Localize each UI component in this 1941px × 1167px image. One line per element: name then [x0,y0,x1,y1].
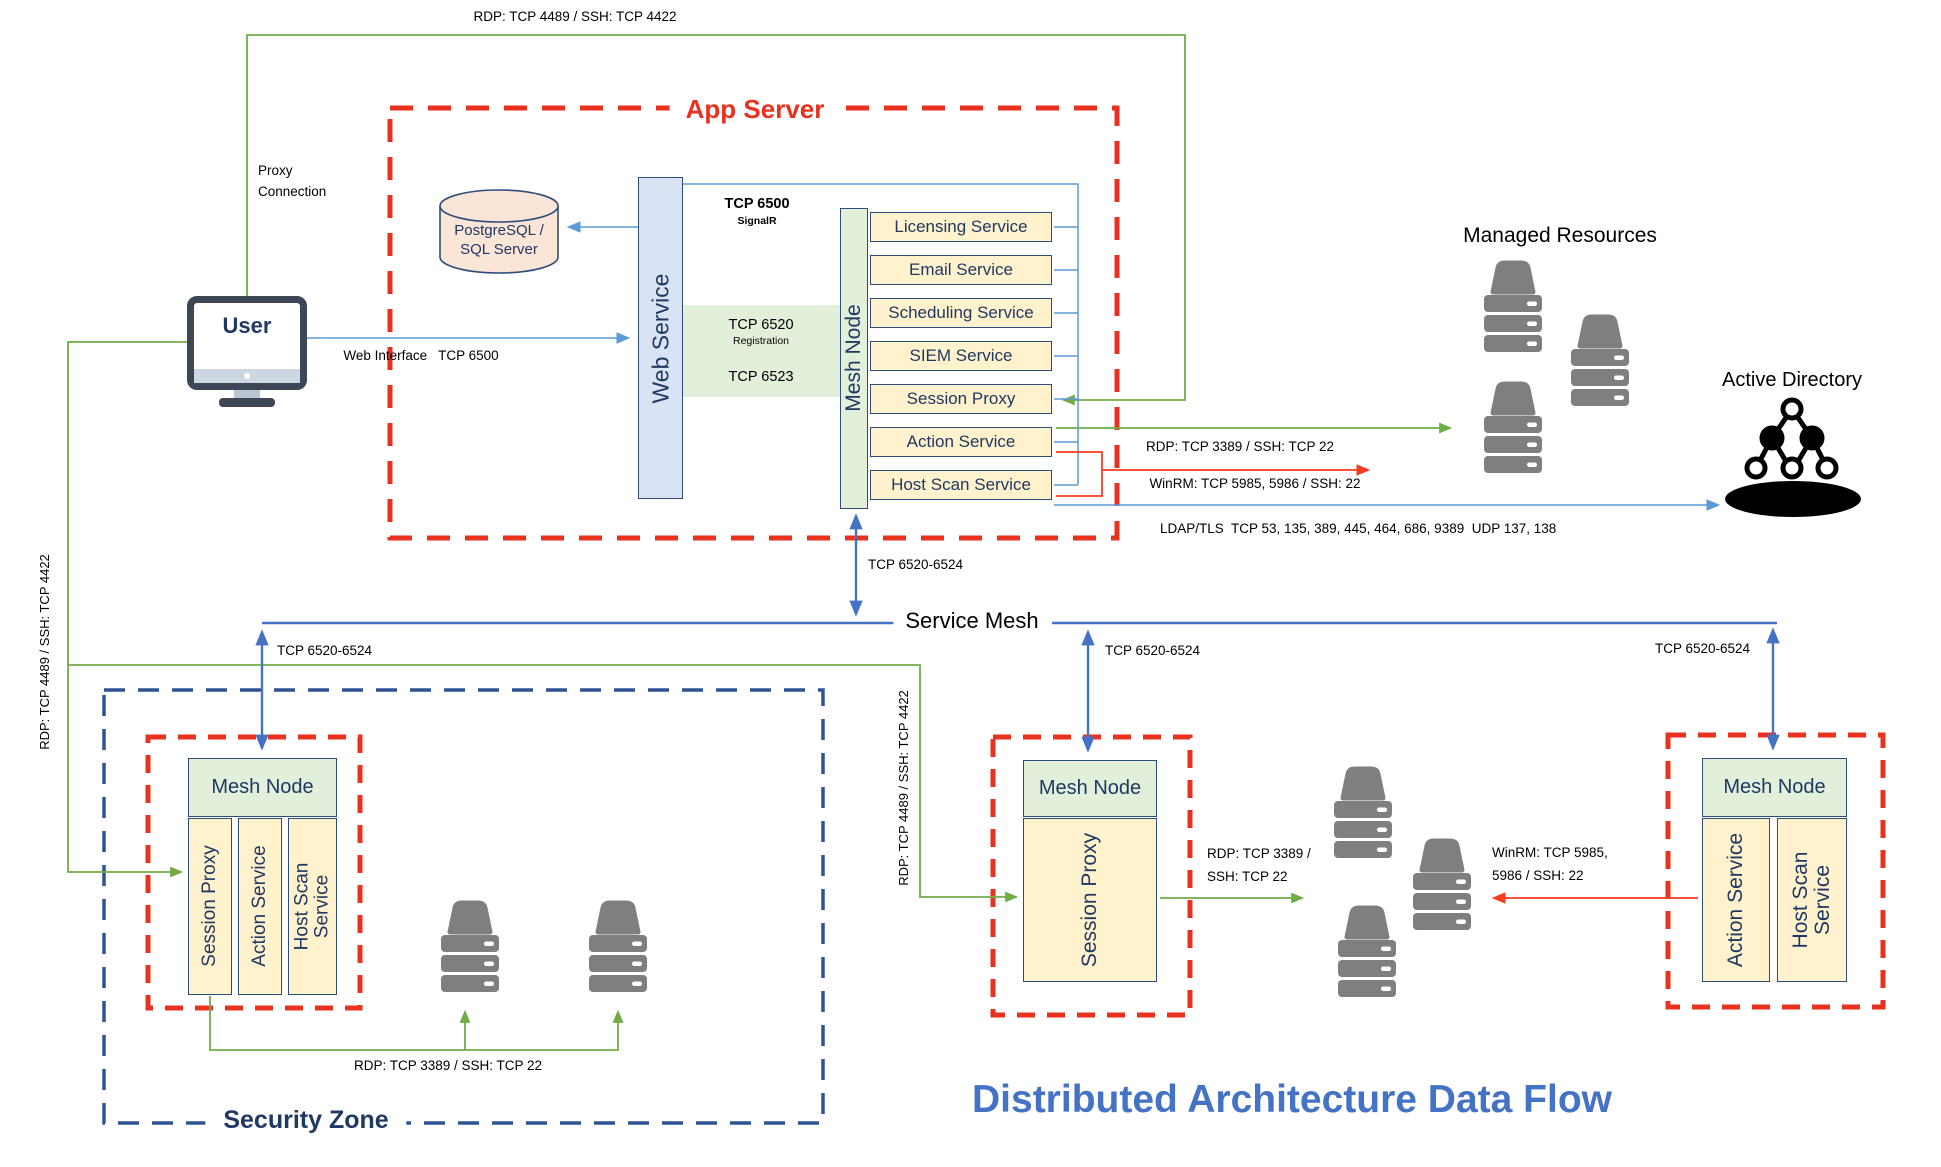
service-email: Email Service [870,255,1052,285]
service-siem: SIEM Service [870,341,1052,371]
active-directory-icon [1725,397,1861,517]
right-col-action-service [1702,818,1770,982]
service-scheduling: Scheduling Service [870,298,1052,328]
mid-winrm-label-1: WinRM: TCP 5985, [1492,845,1608,860]
mid-rdp-label-1: RDP: TCP 3389 / [1207,846,1311,861]
server-icon [1413,841,1471,930]
monitor-stand-neck [234,390,260,399]
database-icon [439,189,559,274]
server-icon [1338,908,1396,997]
reg-port1-label: TCP 6520 [728,317,794,333]
signalr-name-label: SignalR [737,215,777,227]
security-zone-boundary [102,688,825,1125]
sz-col-action-service-label: Action Service [249,845,271,967]
mesh-port-left-label: TCP 6520-6524 [277,643,373,658]
proxy-connection-label-1: Proxy [258,163,293,178]
mesh-port-mid-label: TCP 6520-6524 [1105,643,1201,658]
mesh-port-right-label: TCP 6520-6524 [1655,641,1751,656]
sz-mesh-node-header: Mesh Node [188,758,337,817]
top-rdp-label: RDP: TCP 4489 / SSH: TCP 4422 [473,9,677,24]
server-icon [1334,769,1392,858]
sz-col-session-proxy-label: Session Proxy [199,845,221,967]
winrm-managed-label: WinRM: TCP 5985, 5986 / SSH: 22 [1149,476,1361,491]
user-label: User [222,313,272,338]
service-licensing: Licensing Service [870,212,1052,242]
mid-servers [1334,769,1471,997]
signalr-port-label: TCP 6500 [724,196,790,212]
server-icon [1484,263,1542,352]
right-col-host-scan [1777,818,1847,982]
web-service-bar [638,177,683,499]
mesh-node-bar [840,208,868,509]
mid-rdp-vertical-label: RDP: TCP 4489 / SSH: TCP 4422 [895,690,911,886]
service-mesh-label: Service Mesh [893,608,1051,634]
mid-col-session-proxy-label: Session Proxy [1077,832,1101,968]
sz-col-session-proxy [188,818,232,995]
server-icon [589,903,647,992]
server-icon [1571,317,1629,406]
signalr-bus-line [683,183,1079,485]
service-session-proxy: Session Proxy [870,384,1052,414]
mid-rdp-label-2: SSH: TCP 22 [1207,869,1288,884]
mid-mesh-node-header: Mesh Node [1023,760,1157,817]
mesh-port-app-label: TCP 6520-6524 [868,557,964,572]
rdp-managed-label: RDP: TCP 3389 / SSH: TCP 22 [1145,439,1335,454]
web-interface-label: Web Interface TCP 6500 [343,348,499,363]
registration-zone [683,305,840,397]
right-mesh-node-header: Mesh Node [1702,758,1847,817]
sz-col-host-scan-label: Host Scan Service [291,862,332,951]
user-to-security-zone-line [67,341,187,878]
monitor-dot [244,373,250,379]
ldap-label: LDAP/TLS TCP 53, 135, 389, 445, 464, 686… [1160,521,1557,536]
right-col-host-scan-label: Host Scan Service [1788,851,1834,949]
user-computer-icon: User [187,296,307,390]
mesh-node-bar-label: Mesh Node [842,304,865,412]
sz-rdp-label: RDP: TCP 3389 / SSH: TCP 22 [353,1058,543,1073]
sz-proxy-to-servers-line [209,996,624,1051]
service-host-scan: Host Scan Service [870,470,1052,500]
database-label-2: SQL Server [460,241,538,258]
app-server-title: App Server [669,94,841,125]
winrm-bracket [1056,451,1103,497]
web-service-label: Web Service [647,273,674,404]
active-directory-label: Active Directory [1721,369,1863,391]
database-label-1: PostgreSQL / [454,222,544,239]
mid-col-session-proxy [1023,818,1157,982]
mid-winrm-label-2: 5986 / SSH: 22 [1492,868,1584,883]
right-col-action-service-label: Action Service [1723,832,1747,968]
left-rdp-vertical-label: RDP: TCP 4489 / SSH: TCP 4422 [36,554,52,750]
security-zone-servers [441,903,647,992]
user-to-mid-node-line [68,664,1019,903]
proxy-connection-label-2: Connection [258,184,327,199]
diagram-title: Distributed Architecture Data Flow [972,1078,1612,1121]
server-icon [441,903,499,992]
security-zone-node-boundary [145,734,363,1011]
managed-resources-servers [1484,263,1629,473]
service-action: Action Service [870,427,1052,457]
server-icon [1484,384,1542,473]
monitor-stand-base [219,398,275,407]
security-zone-title: Security Zone [205,1106,407,1135]
managed-resources-label: Managed Resources [1463,224,1657,247]
proxy-connection-line [246,34,1186,406]
reg-name-label: Registration [732,335,790,347]
reg-port2-label: TCP 6523 [728,369,794,385]
monitor-bezel [194,369,300,383]
sz-col-host-scan [288,818,337,995]
sz-col-action-service [238,818,282,995]
